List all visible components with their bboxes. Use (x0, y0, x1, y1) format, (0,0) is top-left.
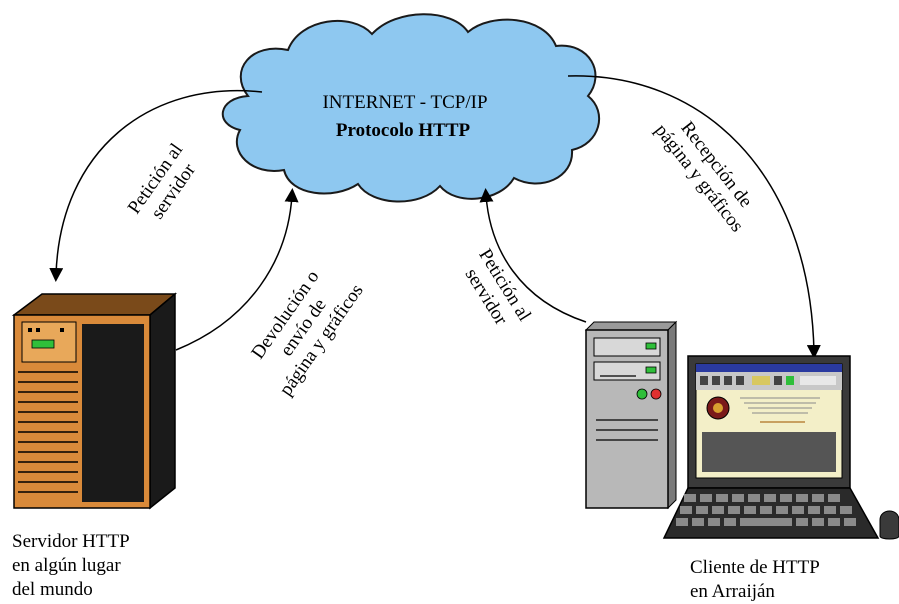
label-left-return: Devolución o envío de página y gráficos (247, 267, 367, 400)
server-caption: Servidor HTTP en algún lugar del mundo (12, 530, 130, 602)
cloud-title: INTERNET - TCP/IP (322, 92, 487, 113)
arrow-request-from-client (479, 188, 587, 323)
server-caption-line1: Servidor HTTP (12, 531, 130, 552)
arrow-request-to-server (49, 90, 263, 282)
server-caption-line3: del mundo (12, 579, 93, 600)
internet-cloud: INTERNET - TCP/IP Protocolo HTTP (221, 13, 601, 203)
desktop-tower-icon (584, 320, 678, 510)
client-caption-line1: Cliente de HTTP (690, 557, 820, 578)
laptop-icon (662, 355, 899, 540)
label-left-request: Petición al servidor (124, 140, 201, 223)
label-right-receive: Recepción de página y gráficos (650, 118, 756, 237)
client-caption-line2: en Arraiján (690, 581, 775, 602)
label-right-request: Petición al servidor (461, 245, 535, 329)
server-icon (11, 292, 178, 510)
arrow-receive-to-client (567, 75, 821, 359)
server-caption-line2: en algún lugar (12, 555, 121, 576)
client-caption: Cliente de HTTP en Arraiján (690, 556, 820, 604)
arrow-return-from-server (175, 188, 299, 351)
cloud-subtitle: Protocolo HTTP (336, 120, 471, 141)
